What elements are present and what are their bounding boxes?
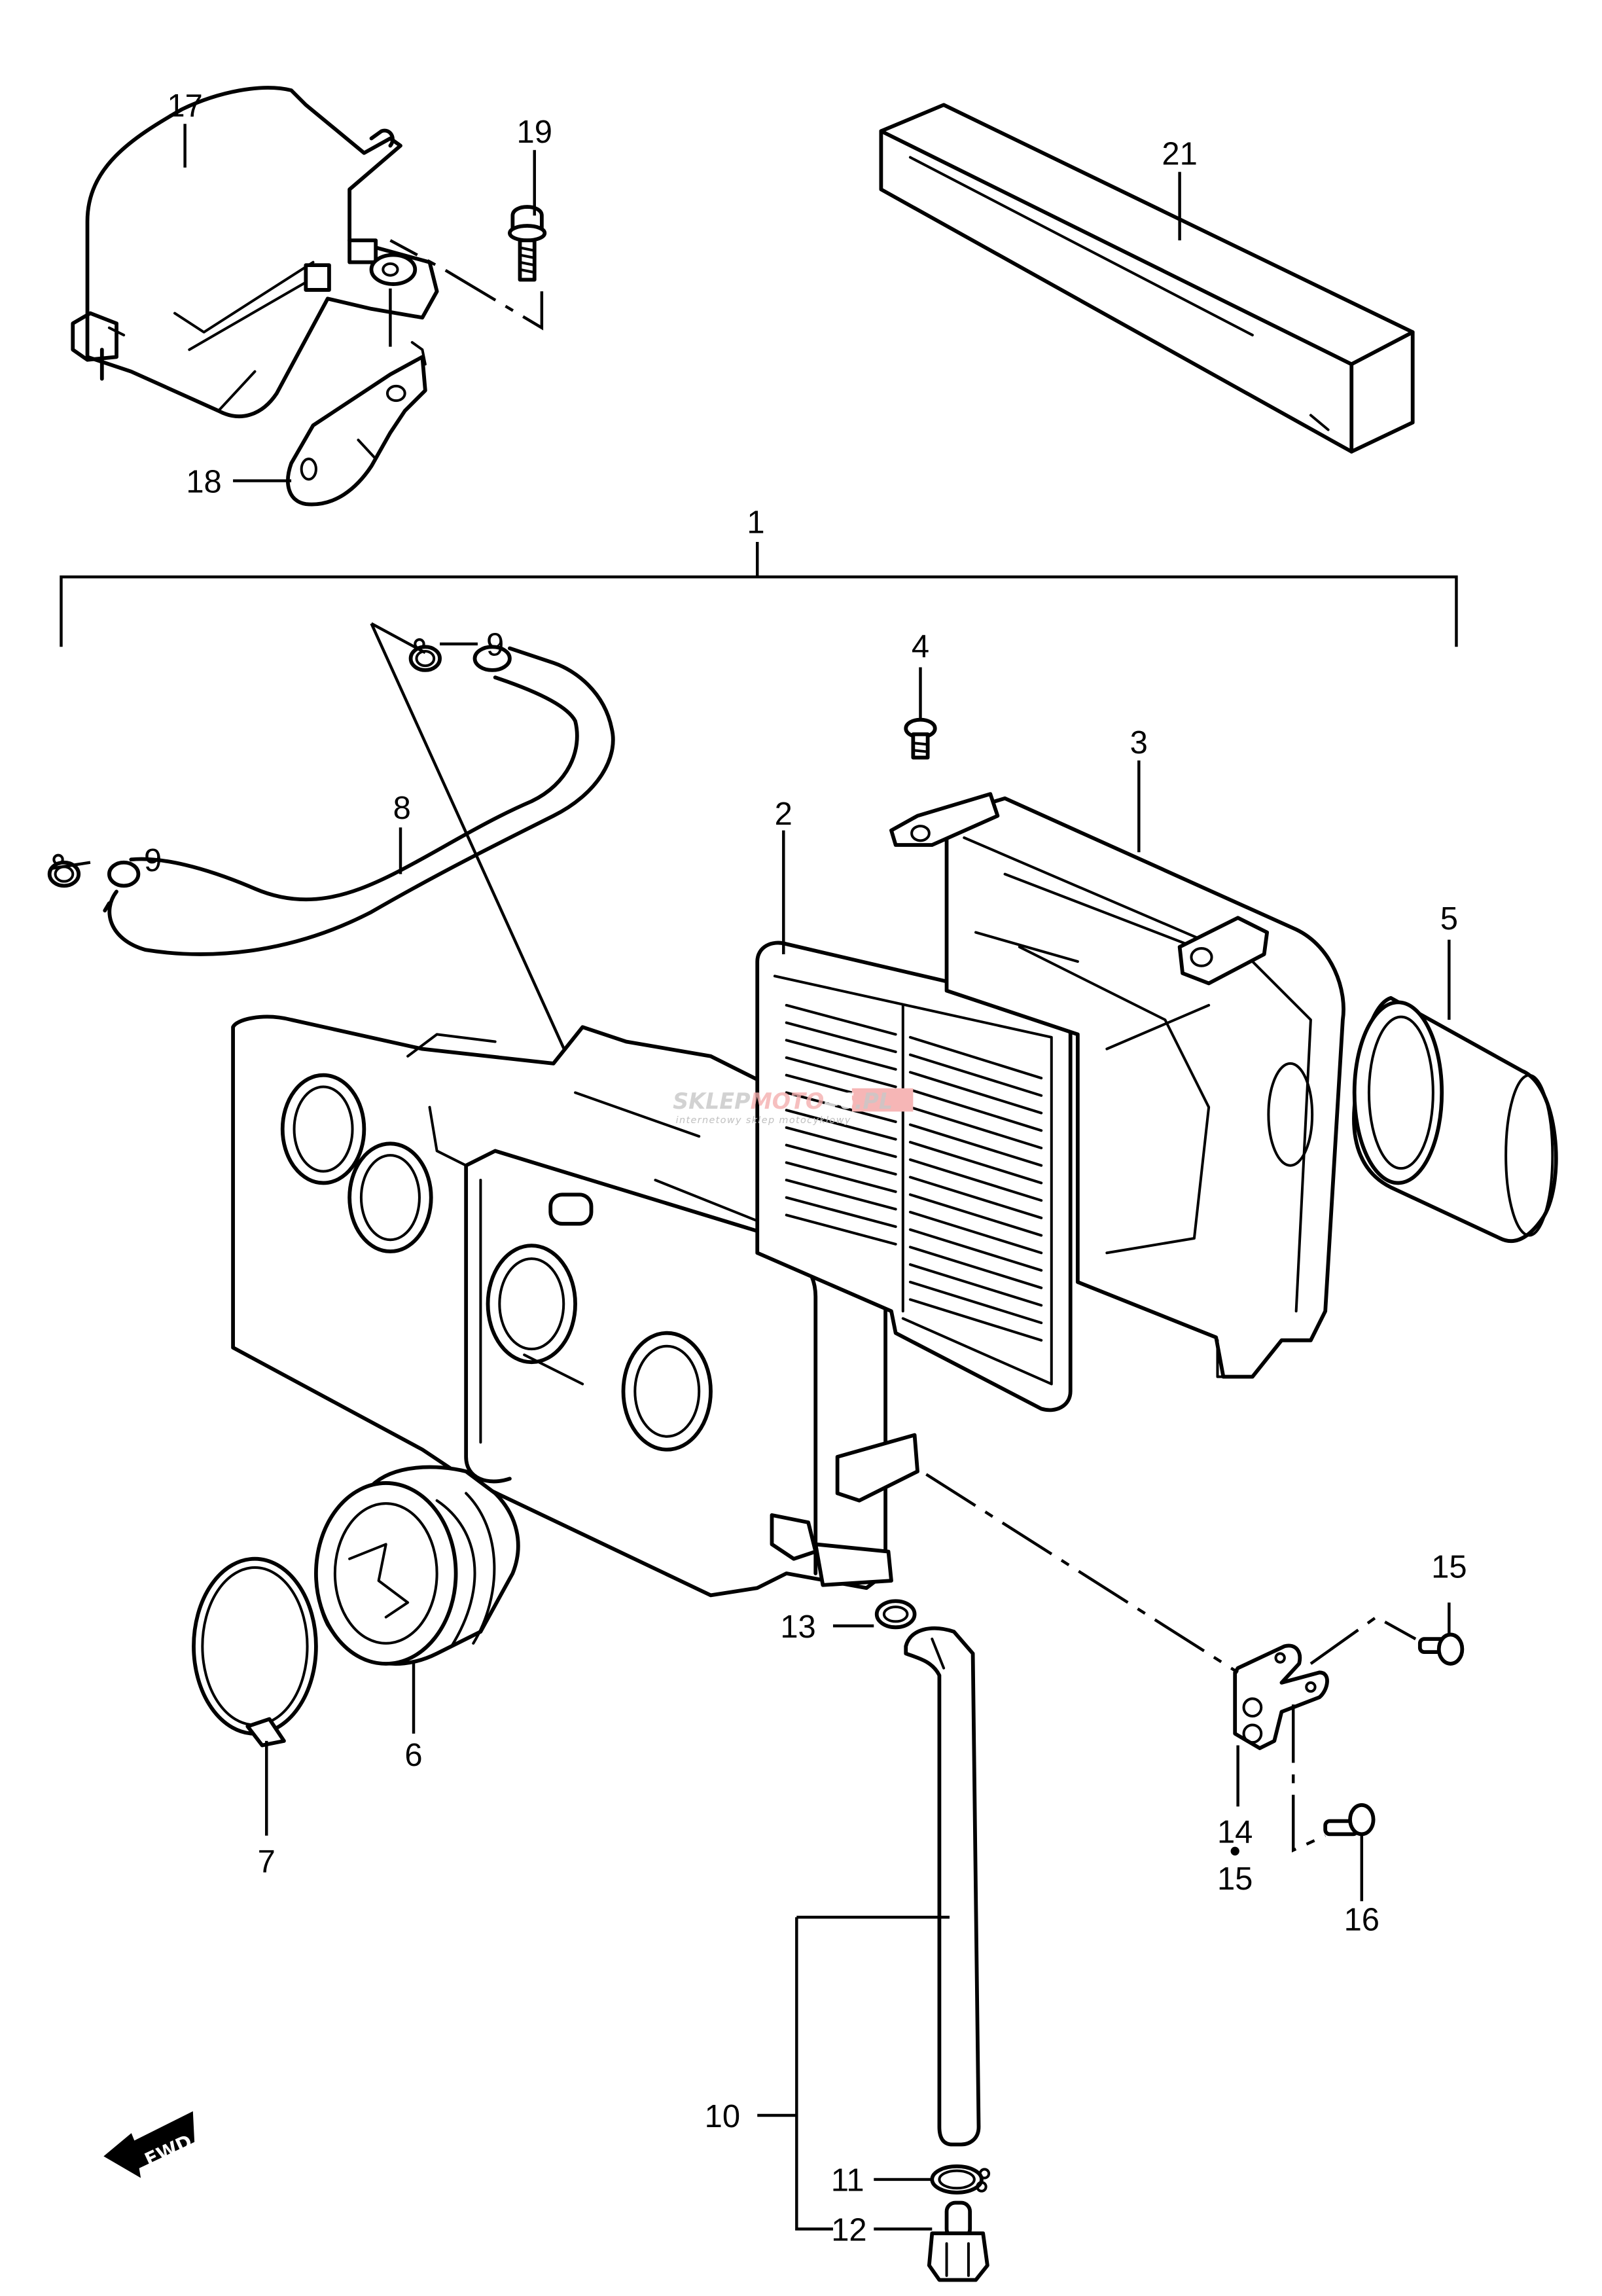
callout-21: 21 [1162,137,1197,172]
watermark-brand-1: SKLEP [673,1088,750,1114]
callout-12: 12 [831,2212,866,2248]
callout-10: 10 [705,2099,740,2134]
callout-1: 1 [747,505,764,541]
callout-labels: 17 19 21 18 1 9 4 3 8 2 9 5 15 13 6 14 •… [144,88,1467,2248]
part-12-drain-plug [927,2200,989,2282]
airbox-housing [231,1014,919,1598]
callout-11: 11 [831,2163,864,2198]
callout-7: 7 [258,1844,276,1879]
callout-separator: • [1230,1834,1241,1869]
callout-13: 13 [780,1609,815,1645]
callout-3: 3 [1130,725,1148,761]
callout-17: 16 [1344,1902,1380,1937]
part-9-hose-clip-left [47,853,81,888]
callout-9-top: 9 [486,628,504,663]
watermark: SKLEPMOTO46.PL internetowy sklep motocyk… [673,1088,914,1126]
part-17-bolt [1323,1803,1376,1837]
svg-text:SKLEPMOTO46.PL: SKLEPMOTO46.PL [673,1088,893,1114]
callout-5: 5 [1440,901,1458,937]
part-13-hose-clamp [874,1599,917,1630]
part-19-bracket [286,341,427,507]
watermark-brand-3: 46 [823,1088,854,1114]
callout-19: 18 [186,464,221,499]
part-2-filter-element [755,941,1073,1412]
part-8-breather-hose [103,645,615,956]
callout-4: 4 [912,629,929,664]
watermark-brand-4: .PL [855,1088,893,1114]
part-11-clip [930,2164,991,2195]
part-20-bolt [508,205,547,282]
part-3-rear-housing [889,792,1345,1379]
part-9-hose-clip-top [408,638,442,672]
leader-lines [52,124,1451,2231]
part-18-cover-box [71,86,439,418]
callout-18: 17 [167,88,202,124]
part-10-drain-hose [904,1626,981,2147]
part-7-clamp [192,1556,318,1748]
assembly-bracket-line [60,542,1458,647]
filter-pleats [785,1003,1043,1342]
callout-15: 15 [1217,1861,1253,1897]
watermark-brand-2: MOTO [751,1088,825,1114]
callout-16: 15 [1431,1550,1467,1585]
callout-8: 8 [393,791,411,826]
callout-2: 2 [775,797,792,832]
callout-9-left: 9 [144,843,162,878]
part-16-bolt [1417,1632,1465,1666]
part-14-mounting-line [925,1473,1417,1853]
part-14-15-bracket [1233,1643,1329,1750]
callout-20: 19 [517,115,552,150]
part-4-screw [904,717,937,760]
part-21-foam-block [879,103,1415,454]
part-6-intake-boot [314,1465,520,1666]
forward-arrow-icon: FWD [103,2111,196,2178]
part-5-intake-funnel [1352,996,1558,1243]
part-20-mounting-line [389,239,544,356]
watermark-tagline: internetowy sklep motocyklowy [676,1115,851,1126]
callout-6: 6 [404,1738,422,1773]
callout-14: 14 [1217,1815,1253,1850]
